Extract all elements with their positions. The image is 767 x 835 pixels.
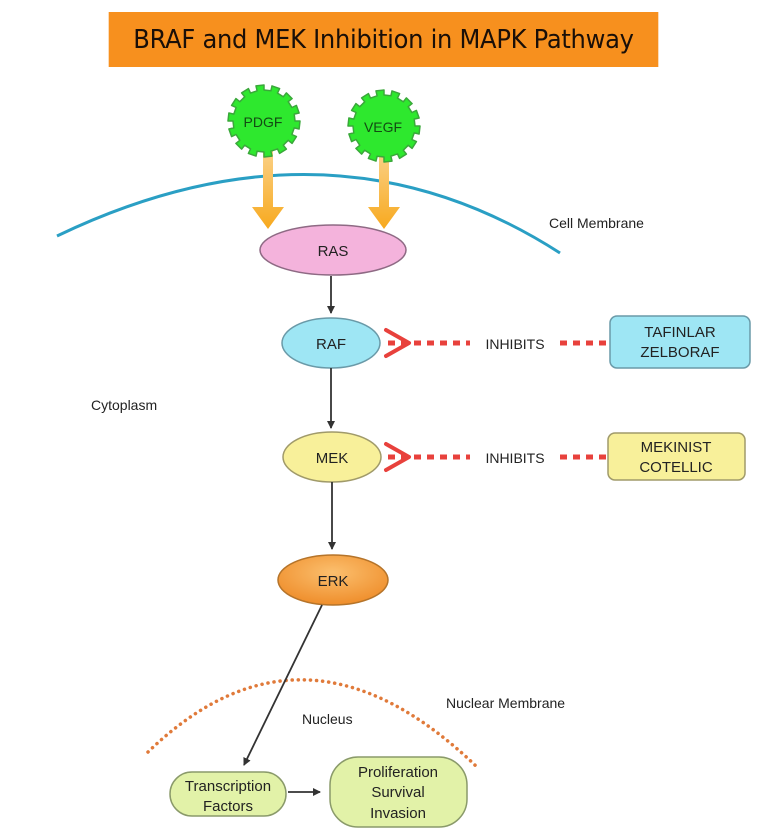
gear-shape xyxy=(347,89,421,163)
pdgf-ligand-icon xyxy=(227,84,301,158)
mek-inhibition-connector xyxy=(384,442,608,472)
cell-membrane-label: Cell Membrane xyxy=(549,215,644,231)
transcription-factors-node xyxy=(169,771,287,817)
raf-inhibitor-box xyxy=(609,315,751,369)
mek-inhibitor-box xyxy=(607,432,746,481)
mek-inhibitor-drug-1: MEKINIST xyxy=(641,439,712,456)
cytoplasm-label: Cytoplasm xyxy=(91,397,157,413)
cell-outcomes-node xyxy=(329,756,468,828)
signal-arrow-pdgf xyxy=(252,148,284,229)
nucleus-label: Nucleus xyxy=(302,711,353,727)
transcription-factors-line-2: Factors xyxy=(203,798,253,815)
outcome-proliferation: Proliferation xyxy=(358,764,438,781)
diagram-title: BRAF and MEK Inhibition in MAPK Pathway xyxy=(108,12,659,67)
vegf-ligand-icon xyxy=(347,89,421,163)
outcome-invasion: Invasion xyxy=(370,805,426,822)
raf-inhibition-connector xyxy=(384,328,608,358)
outcome-survival: Survival xyxy=(371,784,424,801)
vegf-label: VEGF xyxy=(364,119,402,135)
gear-shape xyxy=(227,84,301,158)
nuclear-membrane-label: Nuclear Membrane xyxy=(446,695,565,711)
cell-membrane-arc xyxy=(56,173,561,255)
raf-inhibitor-drug-2: ZELBORAF xyxy=(640,344,719,361)
mek-inhibitor-drug-2: COTELLIC xyxy=(639,459,713,476)
transcription-factors-line-1: Transcription xyxy=(185,778,271,795)
erk-label: ERK xyxy=(318,573,349,590)
arrow-erk-transcription xyxy=(243,604,323,766)
raf-inhibits-label: INHIBITS xyxy=(485,336,544,352)
raf-inhibitor-drug-1: TAFINLAR xyxy=(644,324,716,341)
raf-label: RAF xyxy=(316,336,346,353)
erk-node xyxy=(277,554,389,606)
nuclear-membrane-arc xyxy=(146,678,480,770)
mek-label: MEK xyxy=(316,450,349,467)
ras-node xyxy=(259,224,407,276)
signal-arrow-vegf xyxy=(368,150,400,229)
mek-inhibits-label: INHIBITS xyxy=(485,450,544,466)
pdgf-label: PDGF xyxy=(244,114,283,130)
ras-label: RAS xyxy=(318,243,349,260)
